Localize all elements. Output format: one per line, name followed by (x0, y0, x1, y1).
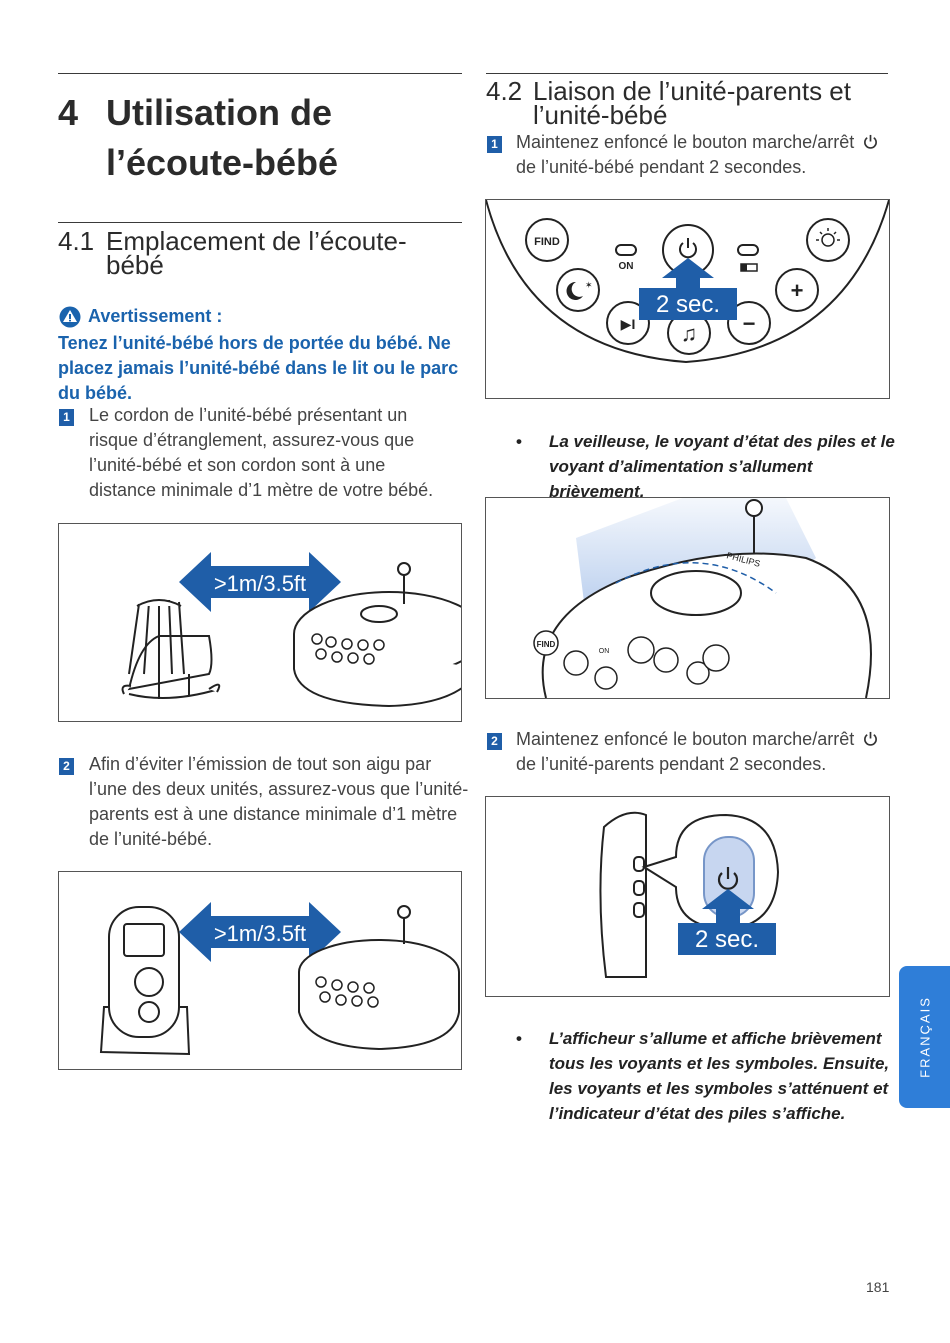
step-2-line: Afin d’éviter l’émission de tout son aig… (89, 754, 432, 774)
on-led-label: ON (599, 648, 610, 655)
chapter-number: 4 (58, 92, 79, 133)
warning-block: Avertissement : Tenez l’unité-bébé hors … (58, 304, 468, 406)
figure-cradle-distance: >1m/3.5ft (58, 523, 485, 722)
fig2-distance-label: >1m/3.5ft (214, 921, 306, 946)
power-icon (864, 731, 878, 746)
warning-text-line2: placez jamais l’unité-bébé dans le lit o… (58, 358, 459, 378)
step-2-badge: 2 (59, 758, 74, 775)
bullet-2-line: l’indicateur d’état des piles s’affiche. (549, 1104, 846, 1123)
duration-badge: 2 sec. (695, 926, 759, 953)
step-1-line: distance minimale d’1 mètre de votre béb… (89, 480, 434, 500)
bullet-1: • La veilleuse, le voyant d’état des pil… (516, 429, 906, 504)
baby-unit-illustration: PHILIPS FIND ON (533, 478, 872, 699)
step-1-line: risque d’étranglement, assurez-vous que (89, 430, 415, 450)
step-2-line: parents est à une distance minimale d’1 … (89, 804, 458, 824)
warning-text-line1: Tenez l’unité-bébé hors de portée du béb… (58, 333, 451, 353)
section-42-rule (486, 73, 888, 74)
warning-text-line3: du bébé. (58, 383, 133, 403)
step-1-line: de l’unité-bébé pendant 2 secondes. (516, 157, 807, 177)
section-41-title-line1: Emplacement de l’écoute- (106, 226, 407, 256)
parent-side-illustration: 2 sec. (599, 811, 780, 978)
step-2-line: l’une des deux unités, assurez-vous que … (89, 779, 469, 799)
power-icon (717, 867, 739, 890)
minus-button-label: − (743, 311, 756, 336)
light-icon (816, 228, 840, 247)
section-42-number: 4.2 (486, 76, 523, 106)
play-button-label: ▶I (621, 316, 636, 332)
cradle-illustration: >1m/3.5ft (121, 552, 485, 708)
chapter-title-line1: Utilisation de (106, 92, 333, 133)
page-number: 181 (866, 1279, 890, 1295)
control-panel-illustration: FIND ON + − ▶I ♫ ✶ 2 sec. (485, 199, 890, 364)
step-2-badge: 2 (487, 733, 502, 750)
chapter-top-rule (58, 73, 462, 74)
figure-control-panel: FIND ON + − ▶I ♫ ✶ 2 sec. (485, 199, 890, 399)
step-2-line: Maintenez enfoncé le bouton marche/arrêt (516, 727, 896, 752)
figure-baby-unit-light: PHILIPS FIND ON (485, 478, 890, 699)
step-2-line: de l’unité-parents pendant 2 secondes. (516, 754, 827, 774)
bullet-2: • L’afficheur s’allume et affiche briève… (516, 1026, 906, 1126)
moon-stars-icon: ✶ (566, 280, 593, 300)
power-icon (679, 238, 697, 259)
warning-icon (59, 306, 81, 327)
section-42-title-line2: l’unité-bébé (533, 100, 668, 130)
bullet-2-line: les voyants et les symboles s’atténuent … (549, 1079, 889, 1098)
figure-parent-distance: >1m/3.5ft (58, 871, 462, 1070)
section-41-number: 4.1 (58, 226, 95, 256)
bullet-1-line: voyant d’alimentation s’allument brièvem… (549, 457, 813, 501)
duration-badge: 2 sec. (656, 291, 720, 318)
parent-unit-illustration: >1m/3.5ft (99, 902, 460, 1056)
svg-text:✶: ✶ (585, 280, 593, 290)
step-1-line: Le cordon de l’unité-bébé présentant un (89, 405, 408, 425)
bullet-1-line: La veilleuse, le voyant d’état des piles… (549, 432, 895, 451)
music-button-label: ♫ (681, 321, 698, 346)
warning-label: Avertissement : (88, 306, 223, 326)
section-41-rule (58, 222, 462, 223)
step-2-text: Afin d’éviter l’émission de tout son aig… (89, 752, 469, 852)
find-button-label: FIND (534, 236, 560, 248)
step-1-line: Maintenez enfoncé le bouton marche/arrêt (516, 130, 896, 155)
step-1-text: Le cordon de l’unité-bébé présentant un … (89, 403, 469, 503)
chapter-title-line2: l’écoute-bébé (106, 142, 339, 183)
plus-button-label: + (791, 278, 804, 303)
find-button-label: FIND (537, 640, 556, 649)
step-1-text: Maintenez enfoncé le bouton marche/arrêt… (516, 130, 896, 180)
power-icon (864, 134, 878, 149)
step-2-line: de l’unité-bébé. (89, 829, 213, 849)
step-1-badge: 1 (487, 136, 502, 153)
language-tab-label: FRANÇAIS (917, 996, 932, 1078)
step-2-text: Maintenez enfoncé le bouton marche/arrêt… (516, 727, 896, 777)
step-1-line: l’unité-bébé et son cordon sont à une (89, 455, 386, 475)
step-1-badge: 1 (59, 409, 74, 426)
figure-parent-power: 2 sec. (485, 796, 890, 997)
bullet-2-line: tous les voyants et les symboles. Ensuit… (549, 1054, 890, 1073)
on-led-label: ON (619, 261, 634, 272)
section-41-title-line2: bébé (106, 250, 164, 280)
fig1-distance-label: >1m/3.5ft (214, 571, 306, 596)
bullet-2-line: L’afficheur s’allume et affiche brièveme… (549, 1029, 882, 1048)
language-tab: FRANÇAIS (899, 966, 950, 1108)
section-42-title-line1: Liaison de l’unité-parents et (533, 76, 851, 106)
